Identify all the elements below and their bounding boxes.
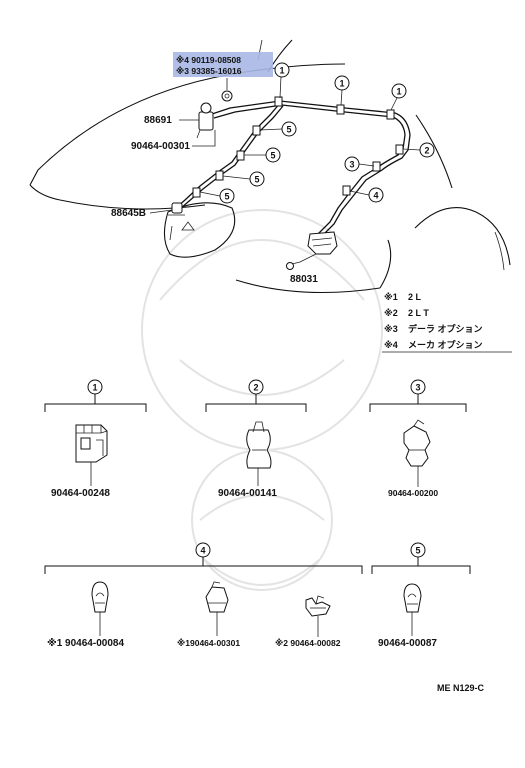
callout-5a[interactable]: 5 — [259, 121, 297, 137]
group-2-bracket: 2 — [205, 379, 307, 412]
part-label-90464-00248[interactable]: 90464-00248 — [51, 488, 110, 499]
part-label-90464-00200[interactable]: 90464-00200 — [388, 488, 438, 498]
clip-90464-00087-icon — [403, 583, 422, 613]
part-label-90464-00087[interactable]: 90464-00087 — [378, 638, 437, 649]
vehicle-body-outline — [29, 39, 511, 294]
group-5-bracket: 5 — [371, 542, 471, 574]
part-label-90464-00082[interactable]: ※2 90464-00082 — [275, 638, 341, 648]
part-label-90464-00141[interactable]: 90464-00141 — [218, 488, 277, 499]
washer-reservoir-shape — [286, 231, 338, 270]
clip-90464-00301-icon — [205, 581, 229, 613]
callout-2[interactable]: 2 — [402, 142, 435, 158]
svg-text:2: 2 — [424, 146, 429, 156]
callout-4[interactable]: 4 — [349, 187, 384, 203]
callout-1c[interactable]: 1 — [390, 83, 407, 111]
diagram-reference: ME N129-C — [437, 683, 485, 693]
svg-text:5: 5 — [270, 151, 275, 161]
svg-text:1: 1 — [92, 383, 97, 393]
clip-90464-00200-icon — [403, 419, 431, 467]
svg-text:1: 1 — [396, 87, 401, 97]
svg-text:5: 5 — [254, 175, 259, 185]
part-label-88645b[interactable]: 88645B — [111, 208, 146, 219]
part-label-90464-00301-b[interactable]: ※190464-00301 — [177, 638, 240, 648]
svg-text:3: 3 — [349, 160, 354, 170]
callout-3[interactable]: 3 — [344, 156, 375, 172]
legend-text-4: メーカ オプション — [408, 339, 483, 350]
part-label-90464-00084[interactable]: ※1 90464-00084 — [47, 637, 124, 649]
highlight-box — [173, 52, 273, 77]
legend-mark-3: ※3 — [384, 324, 398, 334]
part-label-90464-00301[interactable]: 90464-00301 — [131, 141, 190, 152]
svg-text:1: 1 — [339, 79, 344, 89]
callout-1a[interactable]: 1 — [274, 62, 290, 99]
callout-1b[interactable]: 1 — [334, 75, 350, 106]
clip-90464-00084-icon — [91, 581, 109, 613]
hose-joint-shape — [168, 202, 185, 216]
part-number-highlighted-1[interactable]: ※4 90119-08508 — [176, 55, 241, 65]
svg-text:2: 2 — [253, 383, 258, 393]
legend-text-3: デーラ オプション — [408, 323, 483, 334]
part-label-88031[interactable]: 88031 — [290, 274, 318, 285]
washer-nozzle-shape — [196, 102, 214, 139]
svg-text:3: 3 — [415, 383, 420, 393]
callout-5d[interactable]: 5 — [199, 188, 235, 204]
group-3-bracket: 3 — [369, 379, 467, 412]
nut-shape — [221, 90, 233, 102]
part-label-88691[interactable]: 88691 — [144, 115, 172, 126]
hose-clips — [192, 96, 404, 198]
svg-text:5: 5 — [224, 192, 229, 202]
watermark-crest — [141, 209, 383, 591]
clip-90464-00082-icon — [305, 595, 331, 617]
legend-text-1: 2 L — [408, 292, 422, 302]
legend-mark-4: ※4 — [384, 340, 398, 350]
svg-text:4: 4 — [373, 191, 378, 201]
svg-text:5: 5 — [415, 546, 420, 556]
callout-5c[interactable]: 5 — [222, 171, 265, 187]
group-1-bracket: 1 — [44, 379, 147, 412]
legend-text-2: 2 L T — [408, 308, 429, 318]
legend-mark-1: ※1 — [384, 292, 398, 302]
part-number-highlighted-2[interactable]: ※3 93385-16016 — [176, 66, 242, 76]
svg-text:5: 5 — [286, 125, 291, 135]
legend: ※1 2 L ※2 2 L T ※3 デーラ オプション ※4 メーカ オプショ… — [382, 292, 512, 353]
group-4-bracket: 4 — [44, 542, 363, 574]
clip-90464-00141-icon — [246, 421, 272, 469]
svg-text:4: 4 — [200, 546, 205, 556]
clip-90464-00248-icon — [75, 424, 108, 463]
legend-mark-2: ※2 — [384, 308, 398, 318]
callout-5b[interactable]: 5 — [244, 147, 281, 163]
washer-tank-shape — [163, 202, 236, 258]
svg-text:1: 1 — [279, 66, 284, 76]
